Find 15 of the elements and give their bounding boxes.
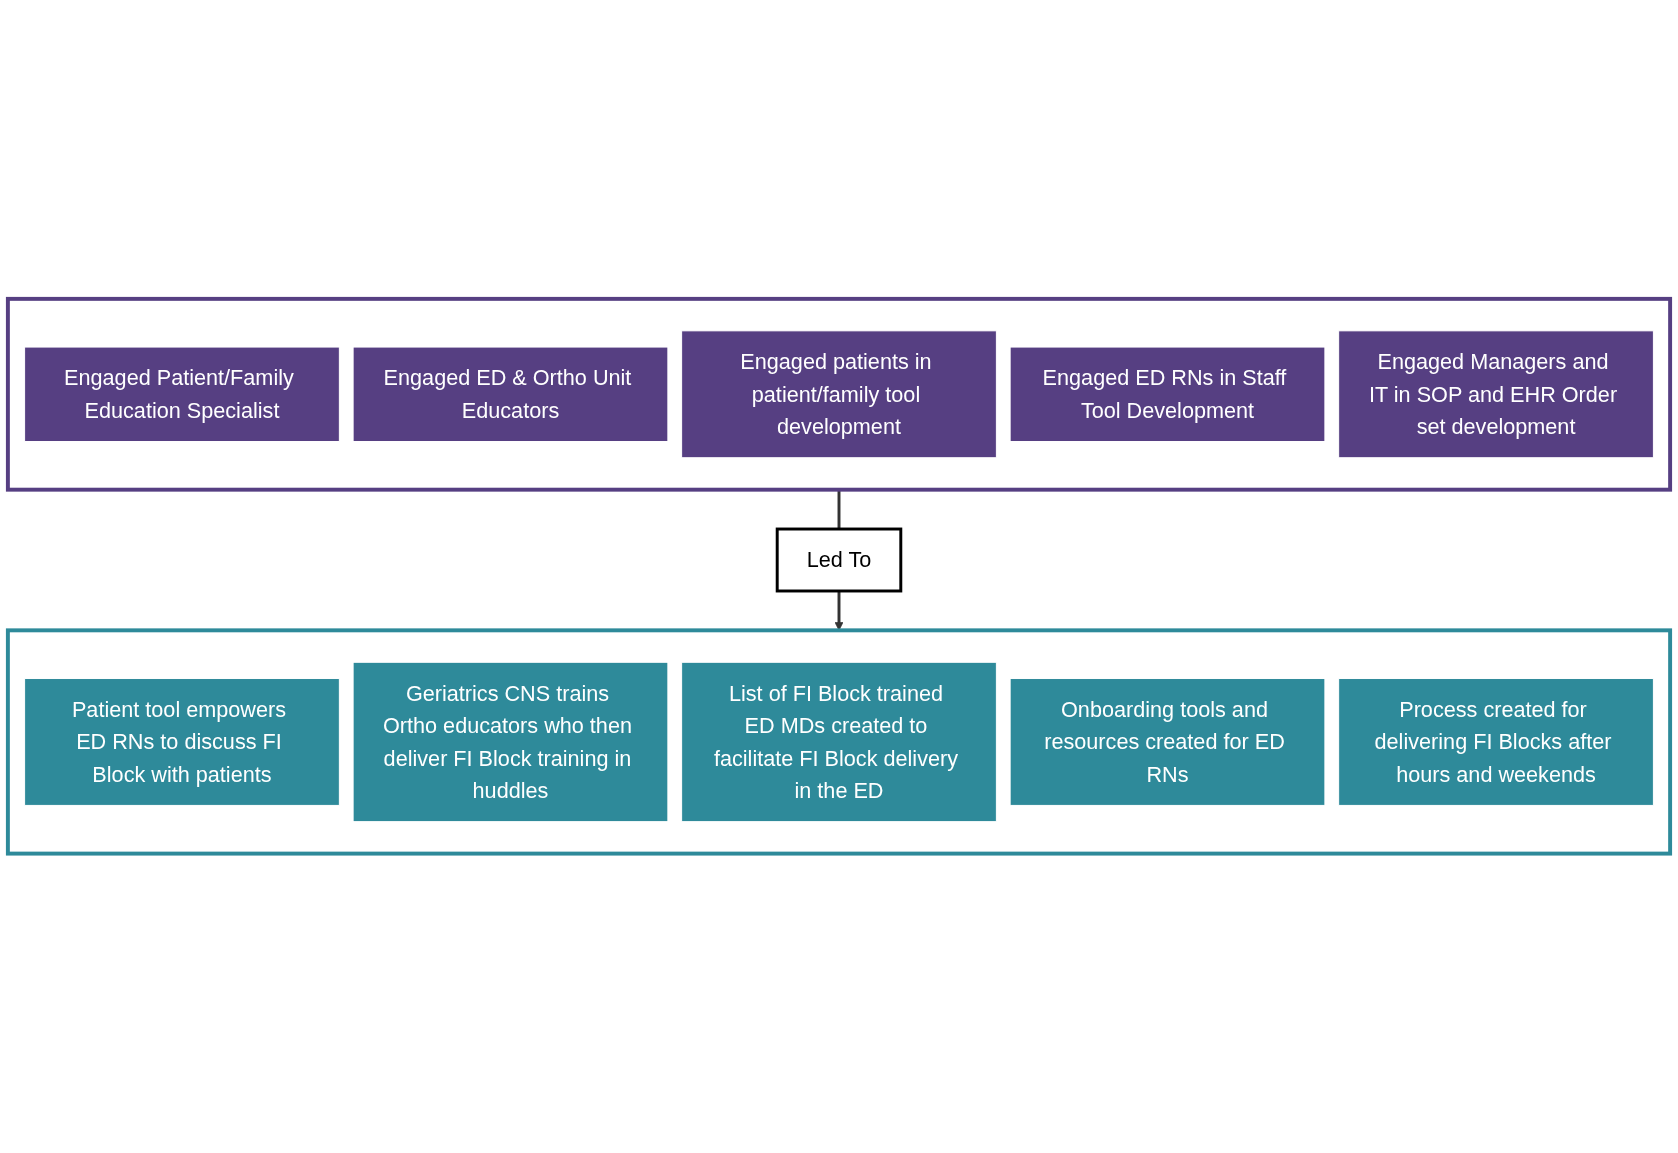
node-box: Process created for delivering FI Blocks after hours and weekends xyxy=(1338,678,1654,807)
node-box: List of FI Block trained ED MDs created to facilitate FI Block delivery in the ED xyxy=(681,662,997,823)
node-box: Engaged ED RNs in Staff Tool Development xyxy=(1009,346,1326,443)
node-box: Geriatrics CNS trains Ortho educators who then deliver FI Block training in huddles xyxy=(352,662,669,823)
cluster xyxy=(5,297,1673,492)
node-box: Engaged ED & Ortho Unit Educators xyxy=(352,346,669,443)
cluster xyxy=(5,628,1673,856)
connector xyxy=(837,489,841,530)
node-box: Engaged Managers and IT in SOP and EHR Order set development xyxy=(1338,330,1654,459)
arrow xyxy=(834,591,844,631)
node-box: Engaged patients in patient/family tool development xyxy=(681,330,997,459)
node-box: Onboarding tools and resources created for ED RNs xyxy=(1009,678,1326,807)
node-box: Engaged Patient/Family Education Specialist xyxy=(24,346,340,443)
node-box: Led To xyxy=(775,527,903,593)
node-box: Patient tool empowers ED RNs to discuss FI Block with patients xyxy=(24,678,340,807)
